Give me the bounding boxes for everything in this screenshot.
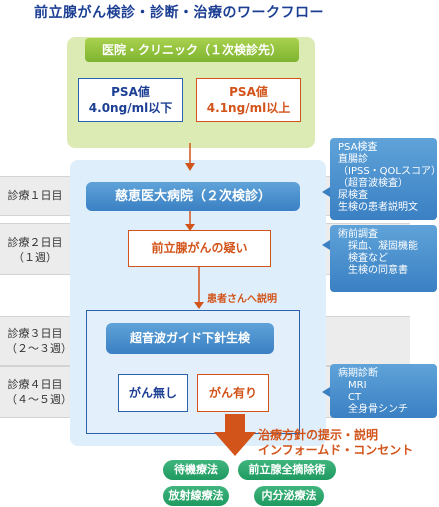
info-card-preop: 術前調査 採血、凝固機能 検査など 生検の同意書: [330, 225, 437, 292]
treatment-hormone: 内分泌療法: [254, 486, 324, 506]
info-card-exams: PSA検査直腸診（IPSS・QOLスコア） （超音波検査）尿検査生検の患者説明文: [330, 138, 439, 220]
arrow-head-3: [194, 302, 204, 309]
patient-explain-text: 患者さんへ説明: [207, 294, 277, 305]
suspect-box: 前立腺がんの疑い: [128, 230, 271, 267]
cancer-box: がん有り: [197, 374, 269, 412]
info-pointer-3: [322, 387, 330, 397]
day-label-2: 診療２日目（１週）: [7, 236, 63, 264]
ultrasound-biopsy-label: 超音波ガイド下針生検: [106, 323, 274, 354]
info-pointer-2: [322, 240, 330, 250]
page-title: 前立腺がん検診・診断・治療のワークフロー: [34, 5, 324, 21]
info-pointer-1: [322, 187, 330, 197]
day-label-4: 診療４日目（４～５週）: [6, 378, 72, 406]
big-down-arrow: [214, 414, 256, 456]
day-label-1: 診療１日目: [7, 189, 63, 202]
info-card-staging: 病期診断 MRI CT 全身骨シンチ: [330, 364, 437, 418]
hospital-label: 慈恵医大病院（２次検診）: [86, 182, 300, 211]
arrow-head-1: [185, 163, 195, 171]
treatment-prostatectomy: 前立腺全摘除術: [238, 460, 336, 480]
arrow-head-2: [185, 224, 195, 231]
treatment-watchful-waiting: 待機療法: [163, 460, 229, 480]
day-label-3: 診療３日目（２～３週）: [6, 327, 72, 355]
policy-text: 治療方針の提示・説明インフォームド・コンセント: [258, 428, 414, 457]
no-cancer-box: がん無し: [118, 374, 188, 412]
treatment-radiation: 放射線療法: [163, 486, 229, 506]
clinic-label: 医院・クリニック（１次検診先）: [85, 38, 299, 62]
